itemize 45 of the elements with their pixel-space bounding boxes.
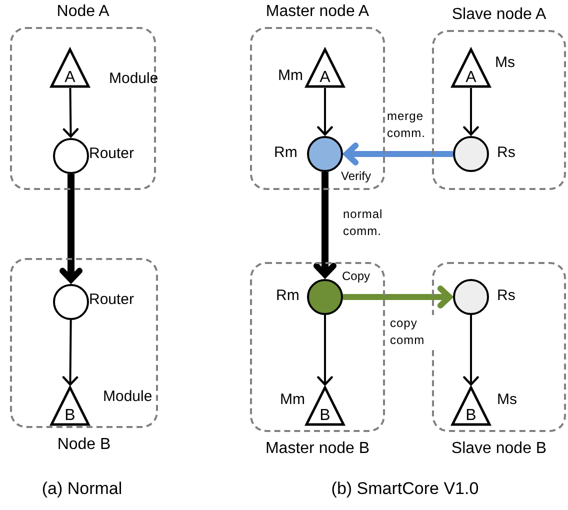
node-label: Router	[89, 145, 134, 162]
router-circle	[307, 136, 343, 172]
group-title: Slave node B	[451, 440, 547, 458]
arrow	[317, 315, 333, 386]
node-label: Rm	[276, 287, 300, 304]
arrow	[60, 174, 82, 283]
group-title: Slave node A	[452, 6, 546, 24]
router-circle	[453, 136, 489, 172]
panel-caption: (a) Normal	[42, 479, 122, 499]
arrow	[62, 88, 79, 138]
arrow	[344, 142, 453, 166]
arrow	[463, 315, 479, 386]
node-label: Mm	[278, 67, 303, 84]
router-circle	[53, 284, 89, 320]
arrow	[343, 286, 452, 308]
module-triangle: A	[50, 48, 90, 88]
arrow	[314, 172, 336, 278]
module-triangle: B	[50, 386, 90, 426]
group-title: Node A	[56, 3, 110, 21]
module-triangle: B	[451, 386, 491, 426]
action-label: Verify	[341, 169, 372, 183]
node-label: Rs	[497, 144, 516, 161]
action-label: Copy	[342, 269, 370, 283]
router-circle	[53, 138, 89, 174]
node-label: Router	[89, 291, 134, 308]
group-title: Master node B	[265, 440, 370, 458]
node-label: Module	[109, 70, 158, 87]
edge-label: copy comm	[390, 315, 435, 349]
module-triangle: A	[305, 48, 345, 88]
node-label: Ms	[495, 54, 515, 71]
group-title: Master node A	[266, 3, 370, 21]
node-label: Rs	[497, 287, 516, 304]
module-triangle: A	[451, 48, 491, 88]
module-triangle: B	[305, 386, 345, 426]
arrow	[463, 88, 479, 136]
router-circle	[307, 279, 343, 315]
node-label: Module	[103, 388, 152, 405]
node-label: Ms	[497, 391, 517, 408]
group-title: Node B	[57, 436, 111, 454]
node-label: Rm	[274, 144, 298, 161]
router-circle	[453, 279, 489, 315]
panel-caption: (b) SmartCore V1.0	[331, 479, 479, 499]
arrow	[62, 320, 78, 386]
node-label: Mm	[280, 391, 305, 408]
arrow	[317, 88, 333, 136]
